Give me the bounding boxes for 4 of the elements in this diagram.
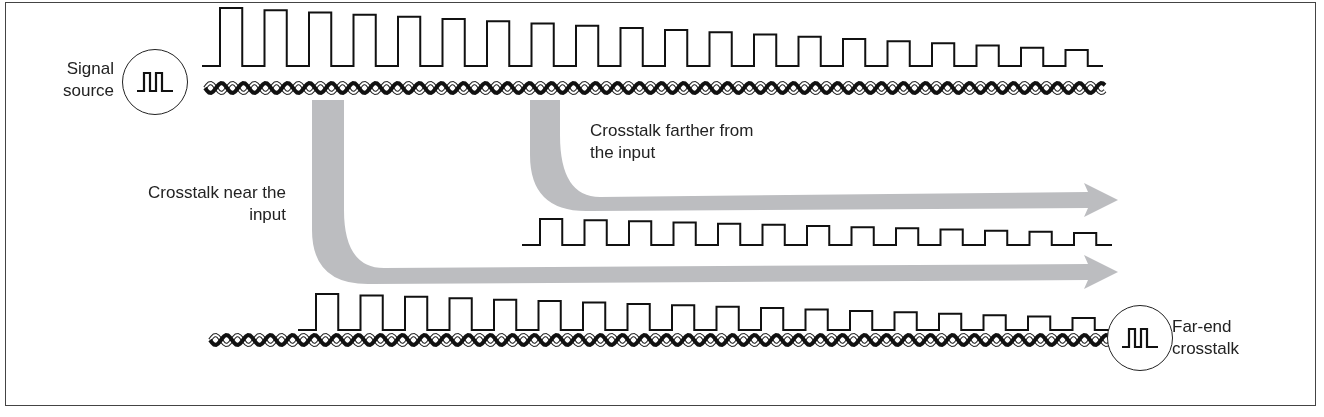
node-caption: Signal source <box>61 58 114 102</box>
node-caption: Far-end crosstalk <box>1172 316 1241 360</box>
annotation-text: Crosstalk near the input <box>147 182 286 226</box>
annotation-text: Crosstalk farther from the input <box>590 120 755 164</box>
